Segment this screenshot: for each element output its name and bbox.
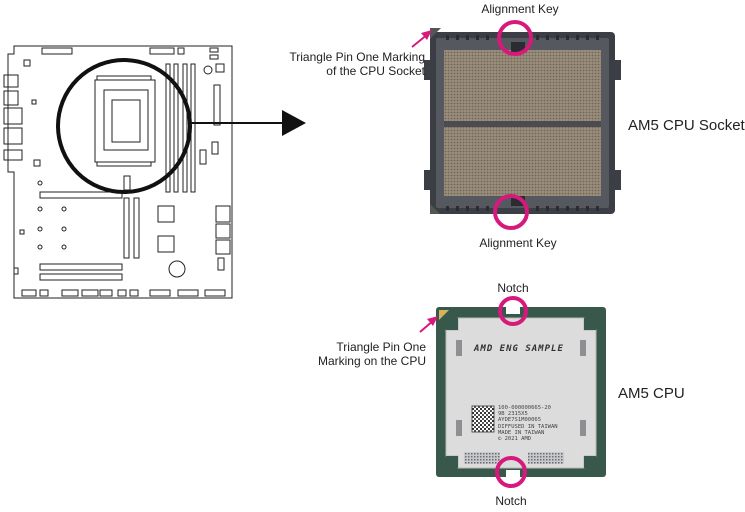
cpu-chip-title: AMD ENG SAMPLE <box>474 344 564 354</box>
diagram-canvas <box>3 20 621 488</box>
socket-pin-label-line2: of the CPU Socket <box>326 64 425 78</box>
cpu-pin-label-line2: Marking on the CPU <box>317 354 426 368</box>
cpu-chip-line: DIFFUSED IN TAIWAN <box>498 423 558 430</box>
am5-cpu <box>436 306 606 478</box>
socket-top-key-label: Alignment Key <box>481 2 559 16</box>
pointer-arrowhead <box>282 110 306 136</box>
cpu-pin-label-line1: Triangle Pin One <box>336 340 426 354</box>
cpu-chip-line: 100-000000665-20 <box>498 405 551 411</box>
cpu-bottom-notch-label: Notch <box>495 494 527 508</box>
socket-pin-arrow <box>421 30 432 40</box>
cpu-title: AM5 CPU <box>618 385 685 402</box>
cpu-chip-small-text: 100-000000665-20 9B 2315X5 AYDE7S1M00065… <box>498 405 558 442</box>
socket-top-key-circle <box>497 20 533 56</box>
cpu-top-notch-circle <box>498 296 528 326</box>
motherboard <box>3 45 233 299</box>
cpu-top-notch-label: Notch <box>497 281 529 295</box>
cpu-chip-line: AYDE7S1M00065 <box>498 417 542 424</box>
cpu-chip-line: 9B 2315X5 <box>498 411 528 418</box>
socket-title: AM5 CPU Socket <box>628 117 745 134</box>
socket-pin-label-line1: Triangle Pin One Marking <box>289 50 425 64</box>
am5-socket <box>424 28 621 214</box>
cpu-chip-line: © 2021 AMD <box>498 436 532 443</box>
socket-bottom-key-circle <box>493 194 529 230</box>
cpu-bottom-notch-circle <box>495 456 527 488</box>
cpu-pin-arrow <box>427 316 438 326</box>
socket-highlight-circle <box>56 58 192 194</box>
cpu-chip-line: MADE IN TAIWAN <box>498 429 545 436</box>
socket-bottom-key-label: Alignment Key <box>479 236 557 250</box>
